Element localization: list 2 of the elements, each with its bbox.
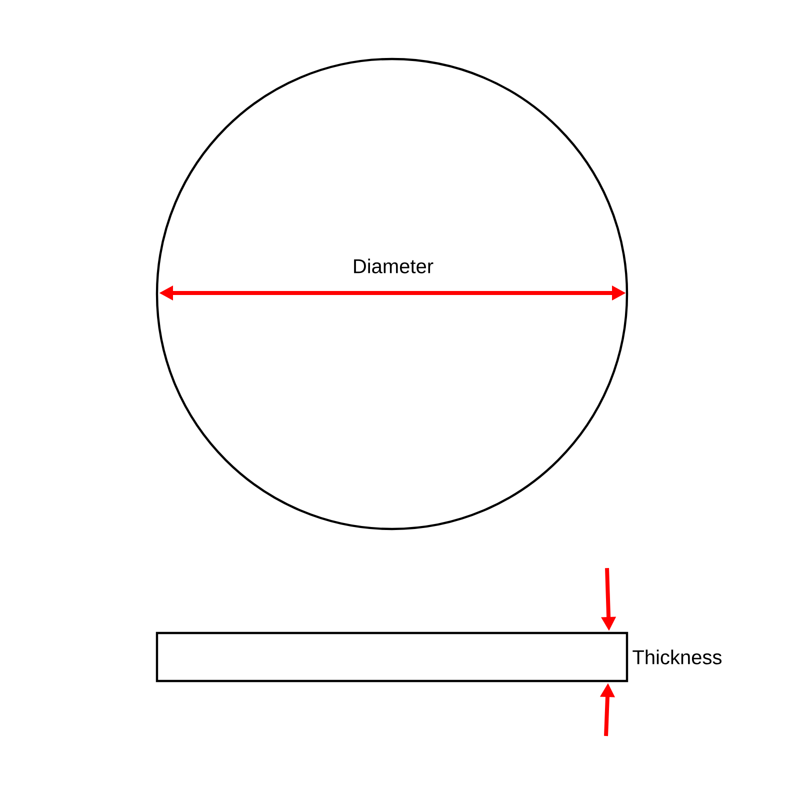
- dimension-label: Thickness: [632, 650, 722, 664]
- dimension-label: Diameter: [354, 258, 434, 274]
